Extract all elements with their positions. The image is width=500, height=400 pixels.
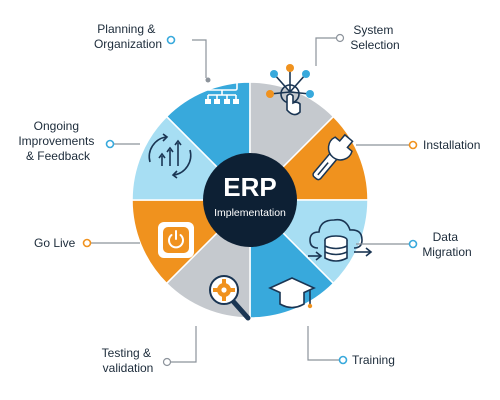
- label-testing: Testing & validation: [102, 346, 155, 375]
- touch-network-icon: [266, 64, 314, 116]
- connector-testing: [170, 326, 197, 363]
- label-texts: Planning & Organization System Selection…: [18, 22, 480, 375]
- center-subtitle: Implementation: [214, 207, 286, 219]
- label-ongoing: Ongoing Improvements & Feedback: [18, 119, 97, 163]
- label-data-migration: Data Migration: [422, 230, 471, 259]
- connector-training: [307, 326, 340, 361]
- connector-ring: [162, 357, 172, 367]
- connector-dot: [205, 77, 211, 83]
- connector-ring: [408, 239, 418, 249]
- center-hub: ERP Implementation: [203, 153, 297, 247]
- connector-ring: [408, 140, 418, 150]
- label-planning: Planning & Organization: [94, 22, 162, 51]
- cloud-database-icon: [308, 218, 373, 262]
- connector-system-selection: [315, 37, 336, 66]
- center-circle: [203, 153, 297, 247]
- center-title: ERP: [223, 172, 276, 202]
- label-installation: Installation: [423, 138, 480, 152]
- wrench-icon: [312, 133, 354, 181]
- connector-ring: [82, 238, 92, 248]
- label-go-live: Go Live: [34, 236, 76, 250]
- connector-ring: [105, 139, 115, 149]
- connector-ring: [335, 33, 345, 43]
- connector-ring: [338, 355, 348, 365]
- label-training: Training: [352, 353, 395, 367]
- magnifier-gear-icon: [209, 275, 251, 321]
- org-chart-icon: [205, 75, 239, 104]
- growth-arrows-icon: [148, 133, 192, 179]
- label-system-selection: System Selection: [350, 23, 399, 52]
- connector-ring: [166, 35, 176, 45]
- power-icon: [158, 222, 194, 258]
- icons: [148, 64, 373, 321]
- labels: [82, 33, 418, 367]
- graduation-cap-icon: [268, 277, 316, 309]
- connector-planning: [192, 39, 207, 78]
